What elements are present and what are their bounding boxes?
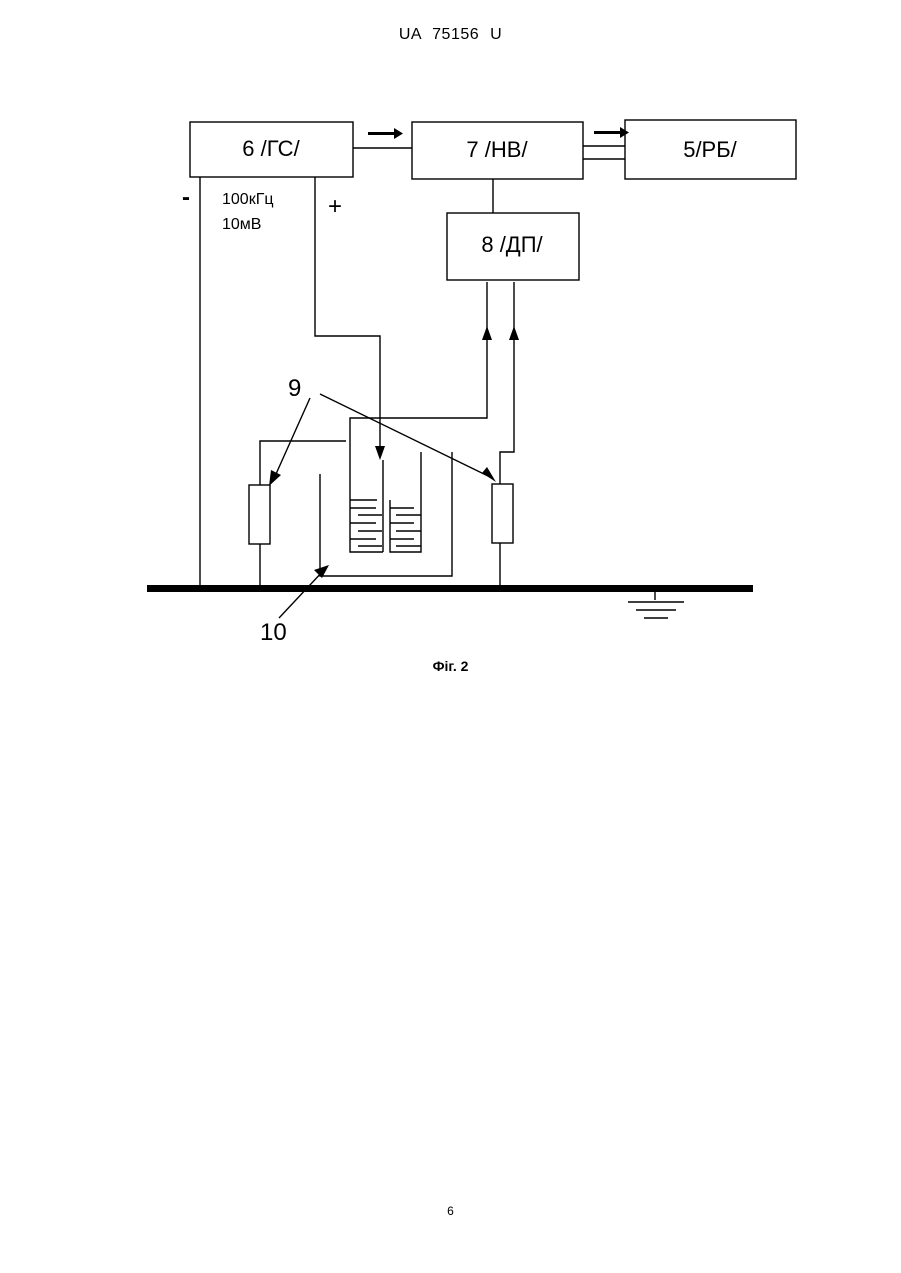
label-rb: 5/РБ/ bbox=[683, 137, 737, 162]
label-frequency: 100кГц bbox=[222, 191, 274, 208]
leader-9-right bbox=[320, 394, 488, 476]
leader-9-left bbox=[276, 398, 310, 474]
wire-dp-in-2 bbox=[500, 282, 514, 484]
resistor-right bbox=[492, 484, 513, 543]
sensor-right-frame bbox=[390, 452, 421, 552]
comb-fingers-left bbox=[350, 508, 382, 546]
arrow-9-left bbox=[269, 470, 281, 486]
label-dp: 8 /ДП/ bbox=[481, 232, 543, 257]
comb-fingers-right bbox=[390, 508, 421, 546]
page-number: 6 bbox=[0, 1204, 901, 1218]
label-minus: - bbox=[182, 184, 190, 211]
element-10 bbox=[320, 452, 452, 576]
label-voltage: 10мВ bbox=[222, 216, 261, 233]
label-gs: 6 /ГС/ bbox=[242, 136, 300, 161]
figure-caption: Фіг. 2 bbox=[0, 658, 901, 674]
leader-10 bbox=[279, 570, 324, 618]
arrow-dp-2 bbox=[509, 326, 519, 340]
resistor-left bbox=[249, 485, 270, 544]
arrow-plus-down bbox=[375, 446, 385, 460]
label-plus: + bbox=[328, 193, 342, 220]
arrow-dp-1 bbox=[482, 326, 492, 340]
label-ref-9: 9 bbox=[288, 375, 301, 402]
label-ref-10: 10 bbox=[260, 619, 287, 646]
ground-bus bbox=[147, 585, 753, 592]
label-nv: 7 /НВ/ bbox=[466, 137, 528, 162]
arrow-gs-nv bbox=[368, 128, 403, 139]
wire-dp-in-1 bbox=[350, 282, 487, 552]
arrow-nv-rb bbox=[594, 127, 629, 138]
